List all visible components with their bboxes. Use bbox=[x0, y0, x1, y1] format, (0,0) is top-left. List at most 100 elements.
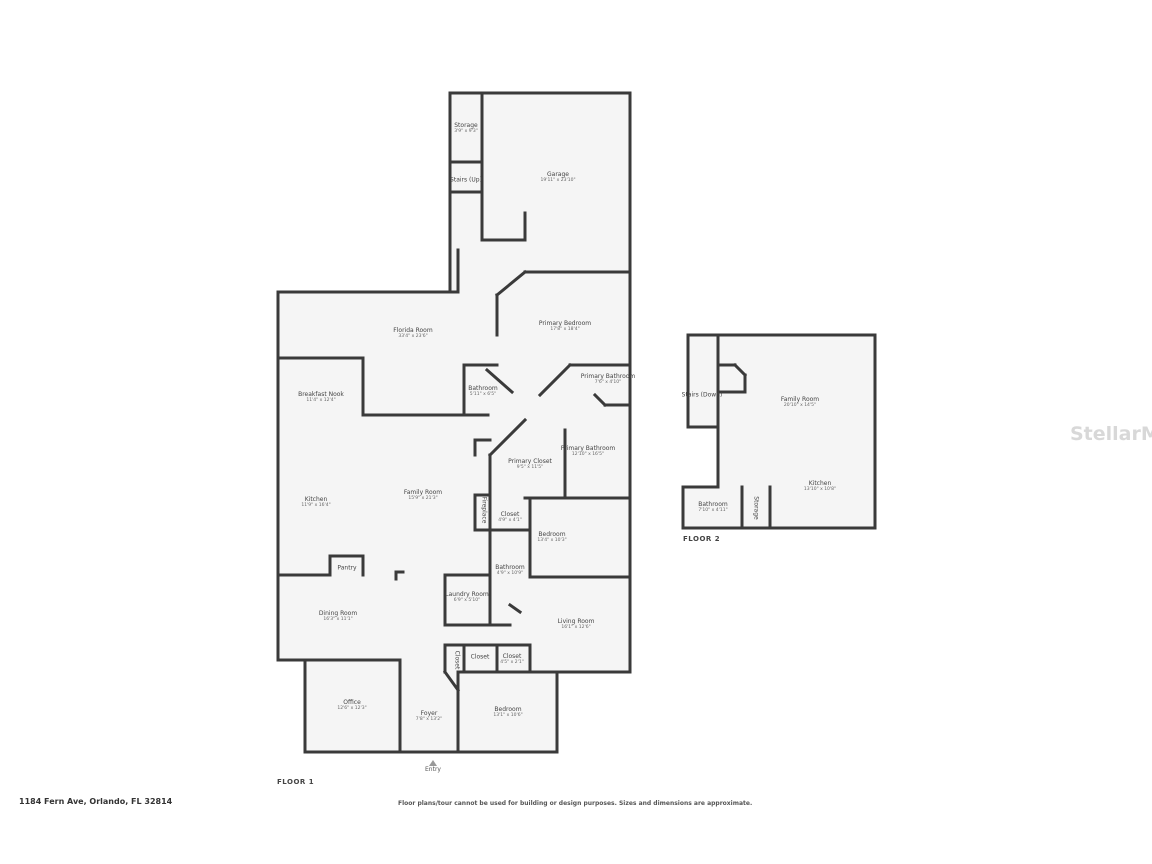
room-dimensions: 3'9" x 9'3" bbox=[454, 129, 478, 134]
room-name: Family Room bbox=[780, 396, 820, 403]
wall bbox=[487, 417, 528, 458]
watermark-logo: StellarMLS bbox=[1070, 423, 1152, 445]
room-name: Primary Bathroom bbox=[580, 373, 636, 380]
room-name: Kitchen bbox=[304, 496, 328, 503]
room-name: Pantry bbox=[337, 564, 357, 572]
wall bbox=[732, 362, 748, 378]
room-name: Primary Closet bbox=[508, 458, 552, 465]
address: 1184 Fern Ave, Orlando, FL 32814 bbox=[19, 797, 173, 806]
room-name: Storage bbox=[752, 496, 760, 520]
room-dimensions: 7'8" x 13'2" bbox=[415, 717, 443, 722]
room-dimensions: 13'4" x 10'3" bbox=[537, 538, 567, 543]
wall bbox=[507, 602, 523, 615]
room-name: Closet bbox=[453, 650, 461, 670]
disclaimer: Floor plans/tour cannot be used for buil… bbox=[398, 800, 753, 807]
room-name: Closet bbox=[502, 653, 522, 660]
room-name: Storage bbox=[454, 122, 478, 129]
room-name: Primary Bathroom bbox=[560, 445, 616, 452]
room-dimensions: 4'9" x 4'1" bbox=[498, 518, 522, 523]
room-name: Primary Bedroom bbox=[538, 320, 592, 327]
room-name: Breakfast Nook bbox=[298, 391, 344, 398]
room-name: Garage bbox=[547, 171, 569, 178]
wall bbox=[442, 669, 461, 693]
room-name: Bathroom bbox=[495, 564, 525, 571]
room-name: Closet bbox=[500, 511, 520, 518]
room-dimensions: 12'6" x 12'3" bbox=[337, 706, 367, 711]
room-dimensions: 13'10" x 10'8" bbox=[803, 487, 837, 492]
room-name: Stairs (Up) bbox=[450, 176, 482, 184]
wall bbox=[484, 367, 515, 395]
wall bbox=[537, 362, 573, 398]
room-name: Living Room bbox=[557, 618, 595, 625]
room-dimensions: 9'5" x 11'5" bbox=[516, 465, 544, 470]
room-name: Bathroom bbox=[468, 385, 498, 392]
room-dimensions: 4'9" x 10'9" bbox=[496, 571, 524, 576]
room-dimensions: 12'10" x 16'5" bbox=[571, 452, 605, 457]
room-dimensions: 17'8" x 18'4" bbox=[550, 327, 580, 332]
wall bbox=[592, 392, 608, 408]
floor2-label: FLOOR 2 bbox=[683, 535, 721, 543]
room-name: Kitchen bbox=[808, 480, 832, 487]
floor1-fill bbox=[278, 93, 630, 752]
room-dimensions: 5'11" x 6'5" bbox=[469, 392, 497, 397]
room-name: Foyer bbox=[420, 710, 438, 717]
room-name: Bedroom bbox=[494, 706, 522, 713]
room-label: Closet bbox=[454, 651, 461, 670]
room-name: Closet bbox=[470, 653, 490, 661]
room-dimensions: 7'6" x 4'10" bbox=[594, 380, 622, 385]
room-label: Stairs (Down) bbox=[682, 392, 723, 399]
wall bbox=[494, 269, 528, 298]
room-name: Dining Room bbox=[318, 610, 358, 617]
room-label: Fireplace bbox=[481, 497, 488, 524]
room-dimensions: 15'9" x 21'3" bbox=[408, 496, 438, 501]
walls bbox=[276, 91, 877, 754]
room-dimensions: 16'3" x 11'1" bbox=[323, 617, 353, 622]
entry-label: Entry bbox=[425, 766, 441, 773]
room-label: Pantry bbox=[337, 565, 356, 572]
room-name: Stairs (Down) bbox=[681, 391, 723, 399]
room-dimensions: 13'1" x 10'6" bbox=[493, 713, 523, 718]
room-name: Bedroom bbox=[538, 531, 566, 538]
room-dimensions: 6'9" x 5'10" bbox=[453, 598, 481, 603]
room-dimensions: 19'11" x 23'10" bbox=[540, 178, 576, 183]
room-dimensions: 11'4" x 12'4" bbox=[306, 398, 336, 403]
room-dimensions: 33'4" x 23'6" bbox=[398, 334, 428, 339]
room-name: Fireplace bbox=[480, 496, 488, 524]
entry-arrow-icon bbox=[429, 760, 437, 766]
room-name: Florida Room bbox=[393, 327, 433, 334]
room-label: Stairs (Up) bbox=[450, 177, 482, 184]
room-dimensions: 11'9" x 16'4" bbox=[301, 503, 331, 508]
floor1-label: FLOOR 1 bbox=[277, 778, 315, 786]
room-label: Storage bbox=[753, 496, 760, 519]
room-label: Closet bbox=[471, 654, 490, 661]
room-dimensions: 4'5" x 2'1" bbox=[500, 660, 524, 665]
room-name: Family Room bbox=[403, 489, 443, 496]
floor2-fill bbox=[683, 335, 875, 528]
room-dimensions: 20'10" x 14'5" bbox=[783, 403, 817, 408]
room-name: Bathroom bbox=[698, 501, 728, 508]
